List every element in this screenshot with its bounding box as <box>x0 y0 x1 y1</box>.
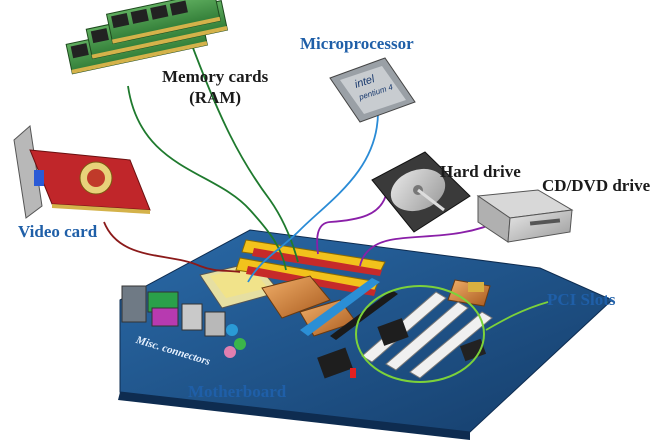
pci-ellipse <box>355 285 485 383</box>
cd-dvd-drive-image <box>476 189 574 243</box>
cpu-line <box>247 111 379 283</box>
pci-line <box>485 301 549 331</box>
ram-line-2 <box>189 39 299 263</box>
cpu-image: intel pentium 4 <box>329 57 416 123</box>
ram-modules-image <box>65 0 229 75</box>
video-line <box>103 221 241 273</box>
motherboard-label: Motherboard <box>188 382 287 401</box>
pci-slots-label: PCI Slots <box>547 290 616 309</box>
video-card-image <box>13 125 151 219</box>
video-card-label: Video card <box>18 222 98 241</box>
harddrive-line <box>316 194 387 255</box>
leader-lines <box>103 39 549 383</box>
cddvd-line <box>359 219 503 267</box>
microprocessor-label: Microprocessor <box>300 34 414 53</box>
cd-dvd-drive-label: CD/DVD drive <box>542 176 651 195</box>
memory-cards-label: Memory cards (RAM) <box>162 66 268 108</box>
memory-label-line2: (RAM) <box>189 88 242 107</box>
motherboard-image <box>118 229 613 440</box>
memory-label-line1: Memory cards <box>162 67 269 86</box>
hard-drive-image <box>371 151 471 233</box>
ram-line-1 <box>127 85 287 271</box>
hard-drive-label: Hard drive <box>440 162 521 181</box>
